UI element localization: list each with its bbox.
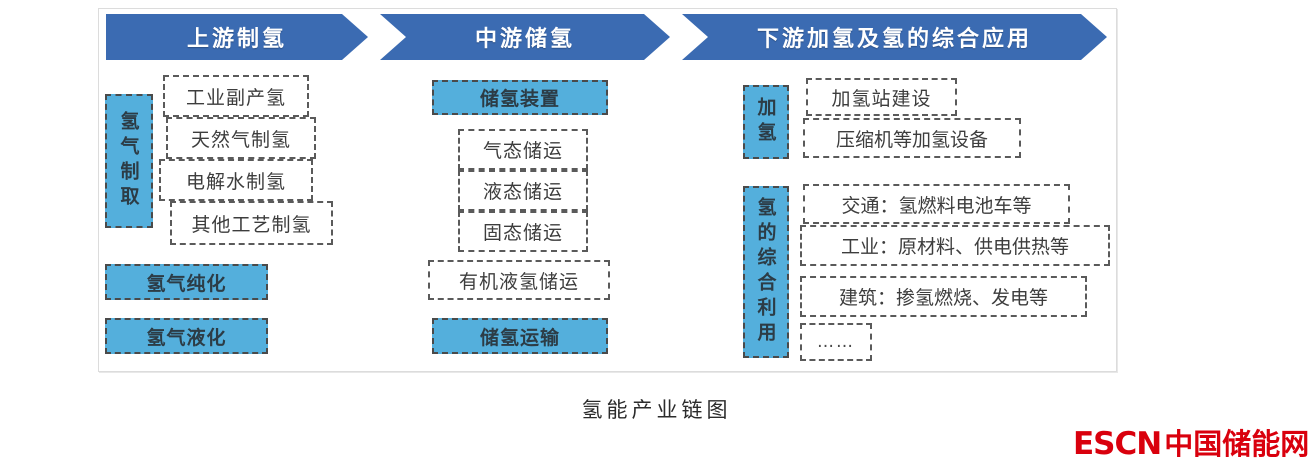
upstream-item-natural-gas: 天然气制氢 [166, 117, 316, 159]
escn-logo: ESCN 中国储能网 [1073, 421, 1309, 463]
downstream-utilization-transport: 交通：氢燃料电池车等 [803, 184, 1070, 224]
upstream-item-electrolysis: 电解水制氢 [159, 159, 313, 201]
midstream-storage-device: 储氢装置 [432, 80, 608, 115]
upstream-extra-liquefaction: 氢气液化 [105, 318, 268, 354]
upstream-group-label: 氢气制取 [105, 94, 153, 228]
escn-logo-latin: ESCN [1073, 426, 1162, 462]
midstream-transport: 储氢运输 [432, 318, 608, 354]
downstream-utilization-group-label: 氢的综合利用 [743, 186, 789, 358]
downstream-utilization-industry: 工业：原材料、供电供热等 [800, 225, 1110, 266]
midstream-item-liquid: 液态储运 [458, 170, 588, 211]
stage-header-upstream: 上游制氢 [106, 14, 368, 60]
downstream-utilization-ellipsis: …… [800, 323, 872, 361]
downstream-refuel-group-label: 加氢 [743, 85, 789, 159]
upstream-item-other-process: 其他工艺制氢 [170, 201, 333, 245]
stage-header-midstream: 中游储氢 [380, 14, 670, 60]
escn-logo-chinese: 中国储能网 [1164, 427, 1310, 461]
downstream-refuel-station-construction: 加氢站建设 [806, 78, 957, 116]
stage-header-downstream: 下游加氢及氢的综合应用 [682, 14, 1107, 60]
downstream-refuel-compressor-equipment: 压缩机等加氢设备 [803, 118, 1021, 158]
midstream-item-organic-liquid: 有机液氢储运 [428, 260, 610, 300]
upstream-extra-purification: 氢气纯化 [105, 264, 268, 300]
midstream-item-gaseous: 气态储运 [458, 129, 588, 170]
downstream-utilization-building: 建筑：掺氢燃烧、发电等 [800, 276, 1087, 317]
midstream-item-solid: 固态储运 [458, 211, 588, 252]
upstream-item-industrial-byproduct: 工业副产氢 [163, 75, 309, 117]
figure-caption: 氢能产业链图 [581, 398, 732, 422]
